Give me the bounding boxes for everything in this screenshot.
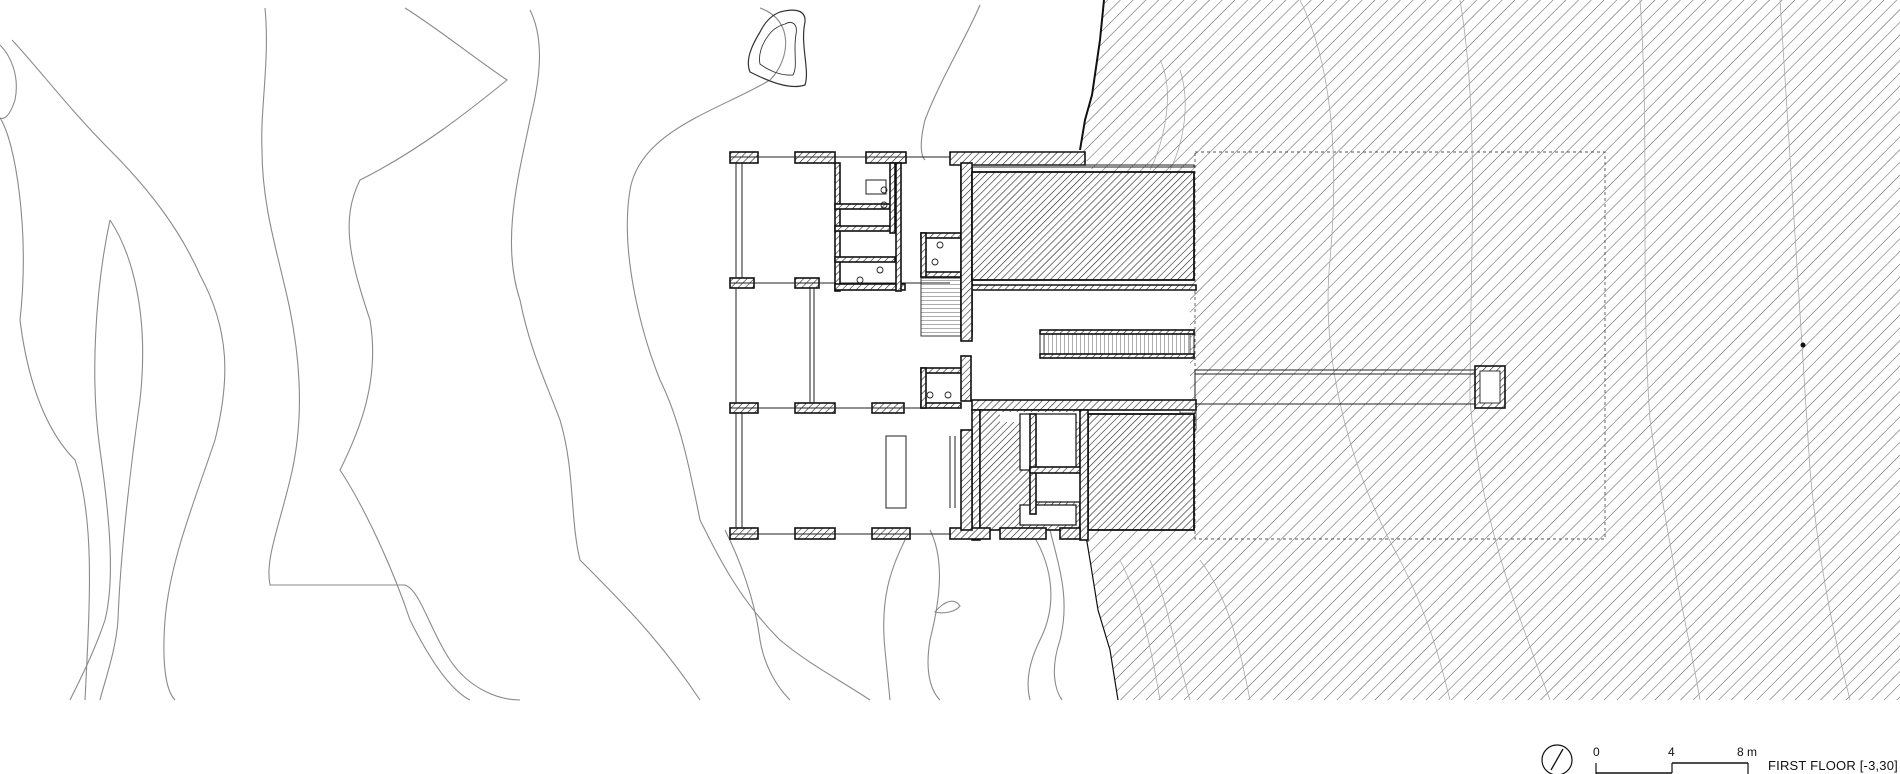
scale-label-8m: 8 m [1737, 745, 1757, 759]
north-arrow-icon [1541, 744, 1573, 774]
terrain-hatch [1060, 0, 1900, 701]
drawing-title: FIRST FLOOR [-3,30] [1768, 758, 1898, 773]
contour-lines [0, 4, 1065, 701]
scale-label-0: 0 [1593, 745, 1600, 759]
scale-label-4: 4 [1668, 745, 1675, 759]
scale-bar: 0 4 8 m [1593, 745, 1757, 774]
building-plan [729, 151, 1506, 541]
legend: 0 4 8 m FIRST FLOOR [-3,30] [1541, 744, 1898, 774]
